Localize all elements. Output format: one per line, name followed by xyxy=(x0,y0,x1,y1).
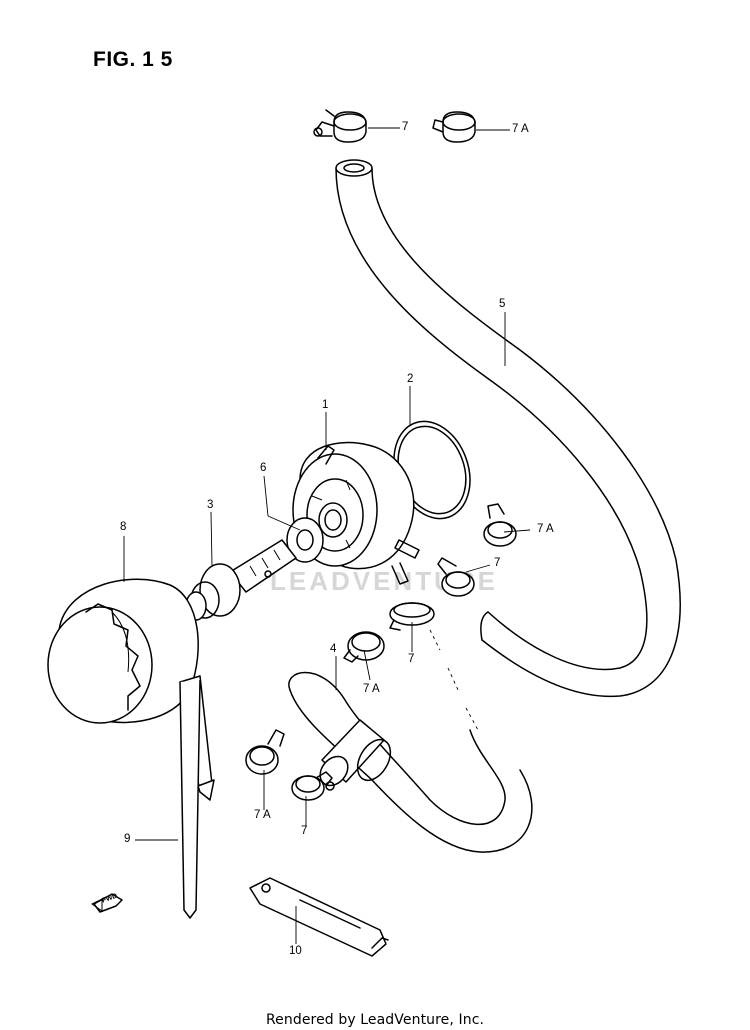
fwd-arrow-icon xyxy=(91,893,123,913)
callout-7a-right: 7 A xyxy=(537,523,554,535)
gasket-washer-6 xyxy=(286,517,324,563)
hose-clamp-7-top xyxy=(313,109,367,143)
figure-title: FIG. 1 5 xyxy=(93,48,173,71)
oil-cooler-1 xyxy=(292,441,420,585)
clamp-plate-10 xyxy=(249,877,389,957)
callout-5: 5 xyxy=(499,298,506,310)
render-credit: Rendered by LeadVenture, Inc. xyxy=(265,1012,485,1028)
callout-3: 3 xyxy=(207,499,214,511)
callout-7a-top: 7 A xyxy=(512,123,529,135)
oil-filter-8 xyxy=(47,578,199,724)
callout-7-right: 7 xyxy=(494,557,501,569)
callout-1: 1 xyxy=(322,399,329,411)
callout-7a-mid: 7 A xyxy=(363,683,380,695)
oil-hose-5 xyxy=(335,159,681,698)
hose-clamp-7a-top xyxy=(432,111,476,143)
callout-2: 2 xyxy=(407,373,414,385)
callout-8: 8 xyxy=(120,521,127,533)
callout-9: 9 xyxy=(124,833,131,845)
callout-4: 4 xyxy=(330,643,337,655)
callout-7-low: 7 xyxy=(301,825,308,837)
callout-7-mid: 7 xyxy=(408,653,415,665)
hose-clamp-7a-right xyxy=(483,503,517,547)
hose-clamp-7-right xyxy=(437,557,475,597)
oil-hose-4 xyxy=(288,671,533,853)
callout-6: 6 xyxy=(260,462,267,474)
hose-clamp-7-low xyxy=(291,771,335,801)
callout-7-top: 7 xyxy=(402,121,409,133)
hose-clamp-7a-low xyxy=(245,729,285,775)
leader-lines xyxy=(123,127,531,944)
hose-clamp-7a-mid xyxy=(343,631,385,663)
hose-bracket-9 xyxy=(179,675,215,919)
callout-10: 10 xyxy=(289,945,302,957)
callout-7a-low: 7 A xyxy=(254,809,271,821)
